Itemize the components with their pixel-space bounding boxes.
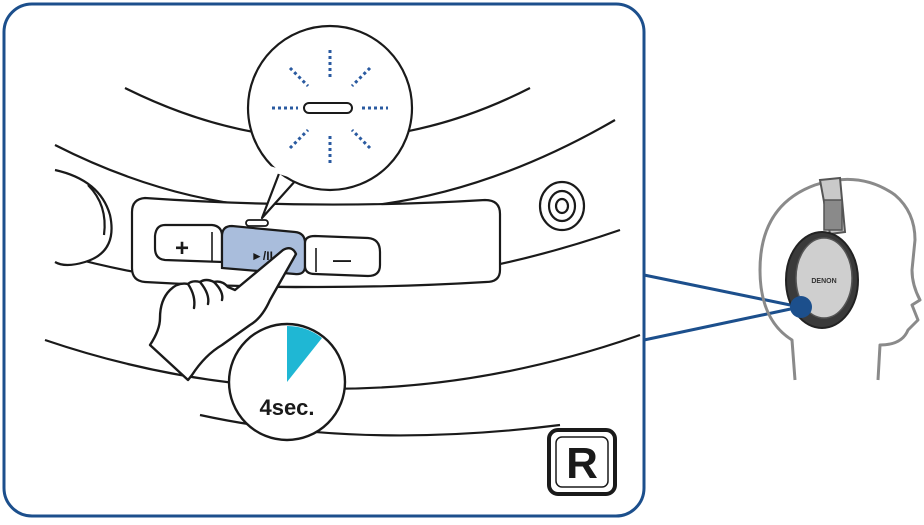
head-with-headphones-icon: DENON — [758, 176, 922, 381]
indicator-light — [245, 219, 269, 227]
earcup-edge — [54, 168, 113, 267]
pointing-hand-icon — [148, 247, 298, 382]
plus-button[interactable]: + — [153, 223, 224, 264]
headphone-brand: DENON — [811, 278, 836, 285]
timer-icon: 4sec. — [227, 322, 347, 442]
play-pause-button-label: ►/II — [251, 249, 273, 263]
minus-button-label: — — [333, 250, 351, 270]
audio-jack — [538, 180, 586, 232]
indicator-light-magnified — [303, 102, 353, 114]
minus-button[interactable]: — — [303, 234, 382, 278]
blinking-light-icon — [272, 50, 388, 166]
timer-wedge — [287, 325, 322, 382]
timer-label: 4sec. — [259, 395, 314, 420]
callout-connector — [643, 273, 801, 342]
plus-button-label: + — [175, 235, 189, 262]
right-side-badge-icon: R — [547, 428, 617, 496]
side-badge-letter: R — [566, 439, 598, 488]
control-location-marker — [790, 296, 812, 318]
